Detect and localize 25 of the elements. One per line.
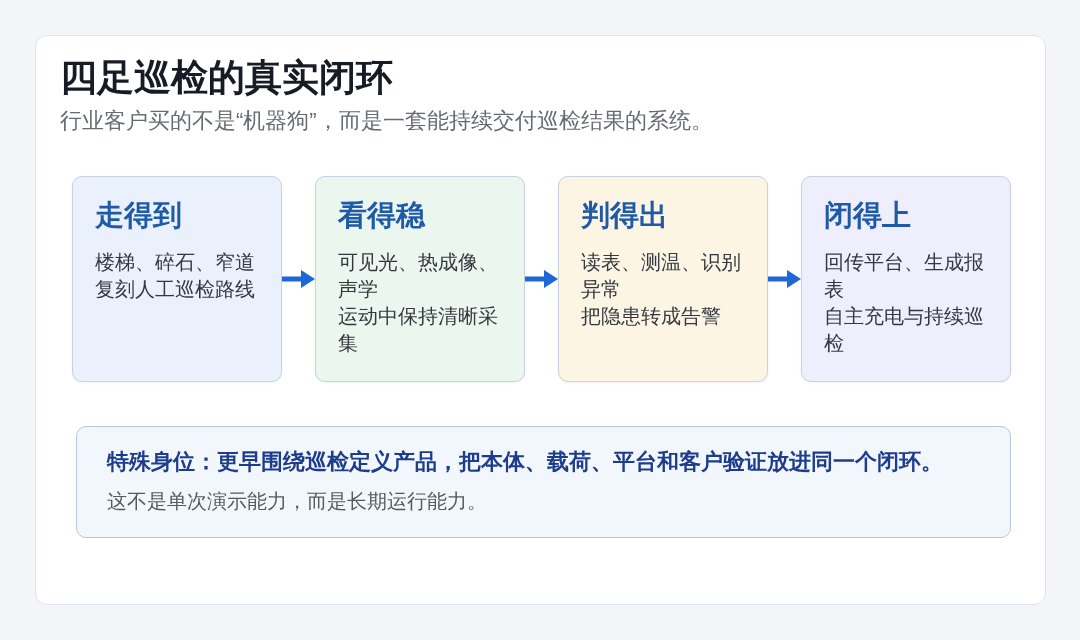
step-description: 回传平台、生成报表: [824, 250, 985, 302]
step-card: [801, 176, 1011, 382]
step-title: 看得稳: [338, 198, 425, 233]
step-card: [558, 176, 768, 382]
step-description: 可见光、热成像、声学: [338, 250, 499, 302]
step-description: 把隐患转成告警: [581, 304, 721, 329]
panel-heading: 四足巡检的真实闭环: [60, 56, 393, 100]
main-card: [35, 35, 1046, 605]
step-title: 走得到: [95, 198, 182, 233]
step-title: 判得出: [581, 198, 668, 233]
step-card: [315, 176, 525, 382]
step-description: 运动中保持清晰采集: [338, 304, 499, 356]
highlight-text: 特殊身位：更早围绕巡检定义产品，把本体、载荷、平台和客户验证放进同一个闭环。: [107, 448, 943, 476]
arrow: [525, 270, 558, 288]
panel-subheading: 行业客户买的不是“机器狗”，而是一套能持续交付巡检结果的系统。: [60, 107, 713, 135]
arrow: [768, 270, 801, 288]
arrow: [282, 270, 315, 288]
note-panel: [76, 426, 1011, 538]
step-card: [72, 176, 282, 382]
step-description: 读表、测温、识别异常: [581, 250, 742, 302]
note-text: 这不是单次演示能力，而是长期运行能力。: [107, 489, 487, 514]
step-description: 自主充电与持续巡检: [824, 304, 985, 356]
step-description: 楼梯、碎石、窄道: [95, 250, 255, 275]
step-description: 复刻人工巡检路线: [95, 277, 255, 302]
step-title: 闭得上: [824, 198, 911, 233]
